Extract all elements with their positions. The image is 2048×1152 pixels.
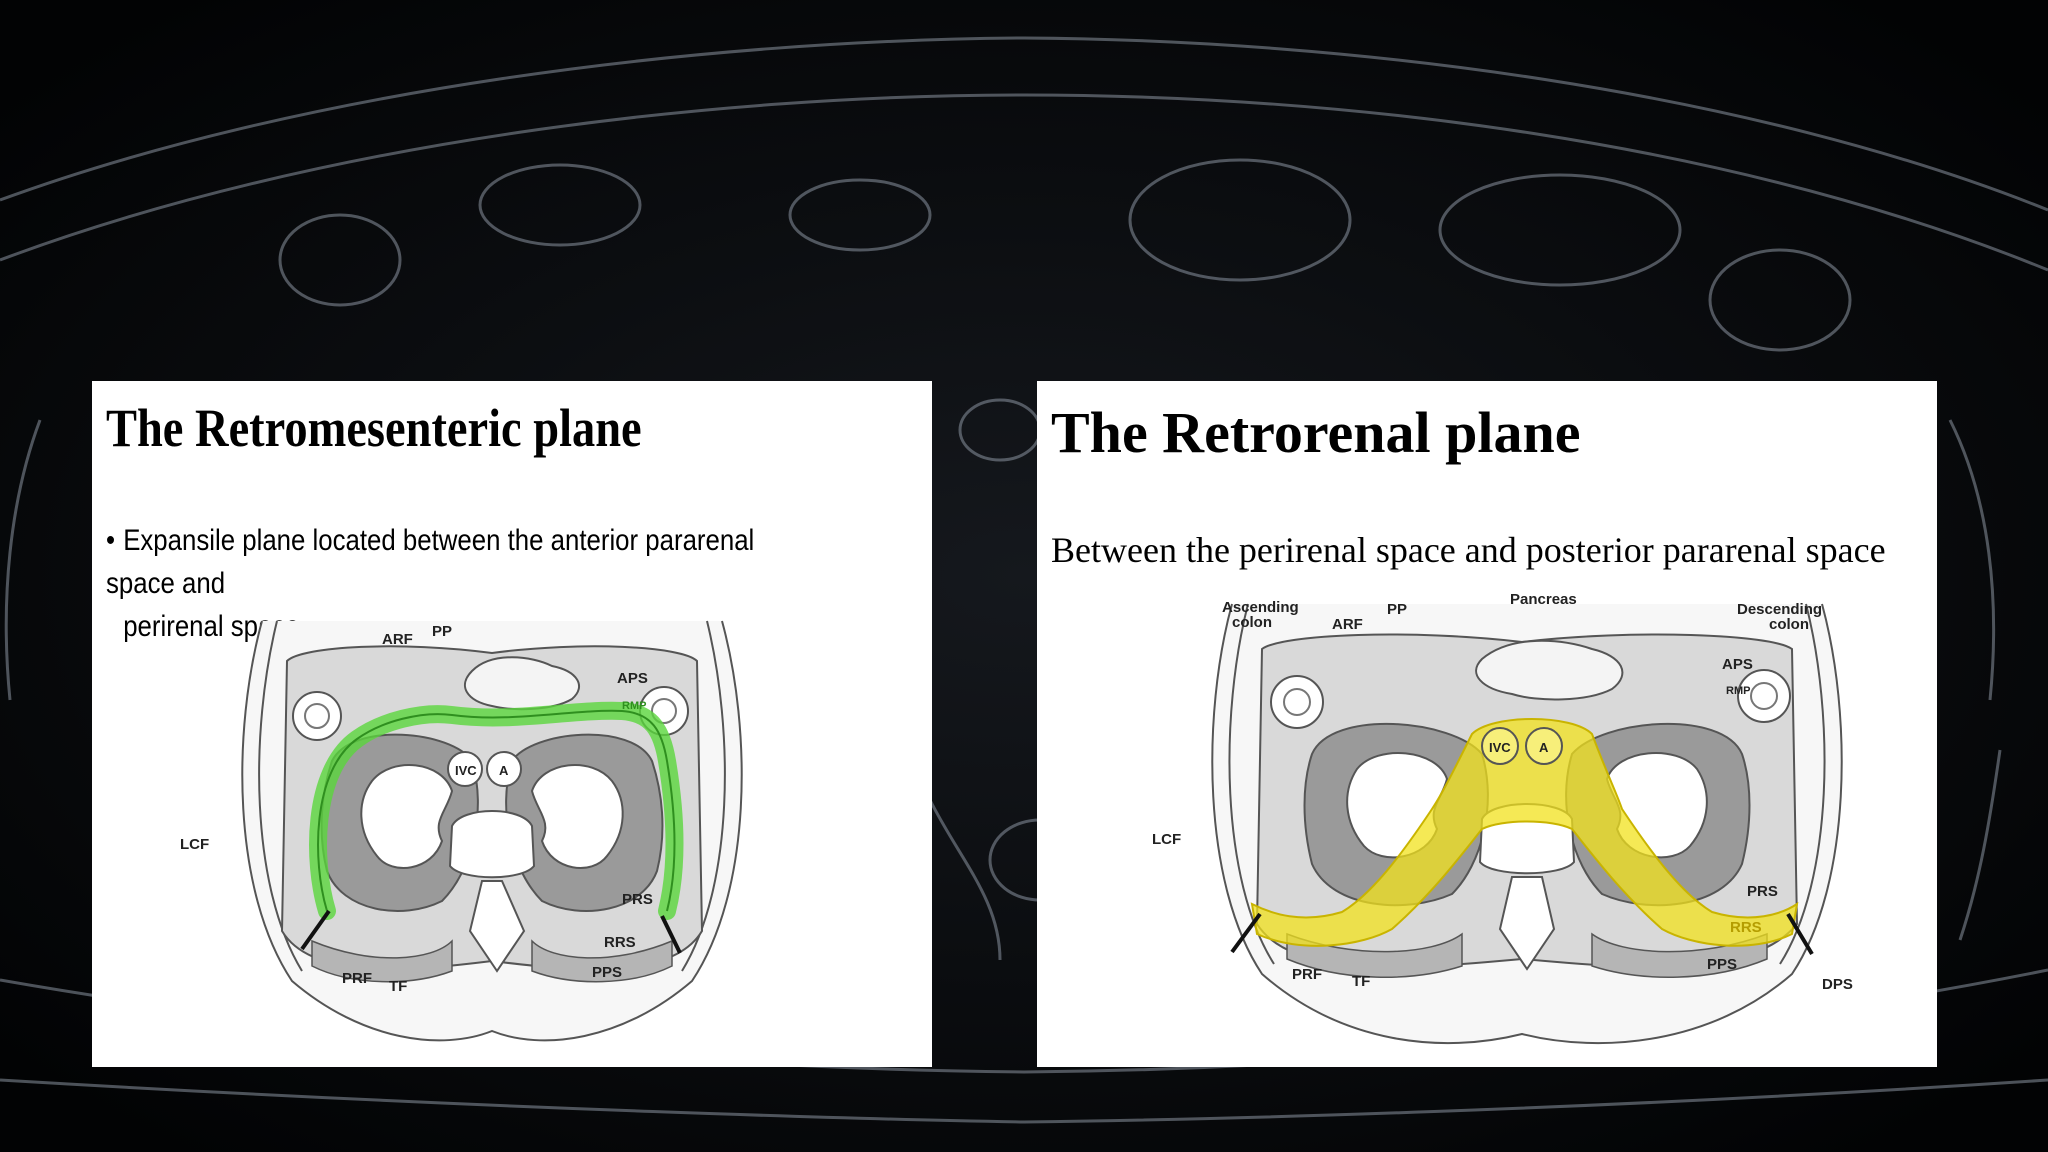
label-descending-colon-2: colon bbox=[1769, 616, 1809, 633]
label-prf: PRF bbox=[1292, 966, 1322, 983]
bullet-icon: • bbox=[106, 524, 116, 557]
label-rmp: RMP bbox=[1726, 685, 1750, 697]
retromesenteric-title: The Retromesenteric plane bbox=[106, 398, 642, 458]
label-pps: PPS bbox=[1707, 956, 1737, 973]
label-prs: PRS bbox=[1747, 883, 1778, 900]
label-pp: PP bbox=[432, 623, 452, 640]
label-pancreas: Pancreas bbox=[1510, 594, 1577, 608]
label-pps: PPS bbox=[592, 964, 622, 981]
label-arf: ARF bbox=[1332, 616, 1363, 633]
label-pp: PP bbox=[1387, 601, 1407, 618]
retromesenteric-panel: The Retromesenteric plane •Expansile pla… bbox=[92, 381, 932, 1067]
retrorenal-description: Between the perirenal space and posterio… bbox=[1051, 530, 1886, 570]
label-a: A bbox=[499, 763, 509, 778]
label-ascending-colon-1: Ascending bbox=[1222, 599, 1299, 616]
label-aps: APS bbox=[617, 670, 648, 687]
label-ivc: IVC bbox=[455, 763, 477, 778]
label-descending-colon-1: Descending bbox=[1737, 601, 1822, 618]
label-prf: PRF bbox=[342, 970, 372, 987]
label-rmp: RMP bbox=[622, 700, 646, 712]
label-arf: ARF bbox=[382, 631, 413, 648]
retrorenal-panel: The Retrorenal plane Between the periren… bbox=[1037, 381, 1937, 1067]
label-aps: APS bbox=[1722, 656, 1753, 673]
label-a: A bbox=[1539, 740, 1549, 755]
label-rrs: RRS bbox=[604, 934, 636, 951]
retrorenal-diagram: Ascending colon ARF PP Pancreas Descendi… bbox=[1152, 594, 1853, 1045]
label-lcf: LCF bbox=[180, 836, 209, 853]
label-dps: DPS bbox=[1822, 976, 1853, 993]
label-lcf: LCF bbox=[1152, 831, 1181, 848]
retromesenteric-diagram: ARF PP APS RMP IVC A LCF PRS RRS PPS PRF… bbox=[180, 620, 743, 1042]
label-tf: TF bbox=[389, 978, 407, 995]
label-prs: PRS bbox=[622, 891, 653, 908]
retromesenteric-description: •Expansile plane located between the ant… bbox=[106, 519, 811, 648]
description-line-1: Expansile plane located between the ante… bbox=[106, 524, 755, 600]
label-tf: TF bbox=[1352, 973, 1370, 990]
label-ascending-colon-2: colon bbox=[1232, 614, 1272, 631]
retrorenal-title: The Retrorenal plane bbox=[1051, 400, 1581, 465]
label-ivc: IVC bbox=[1489, 740, 1511, 755]
label-rrs: RRS bbox=[1730, 919, 1762, 936]
